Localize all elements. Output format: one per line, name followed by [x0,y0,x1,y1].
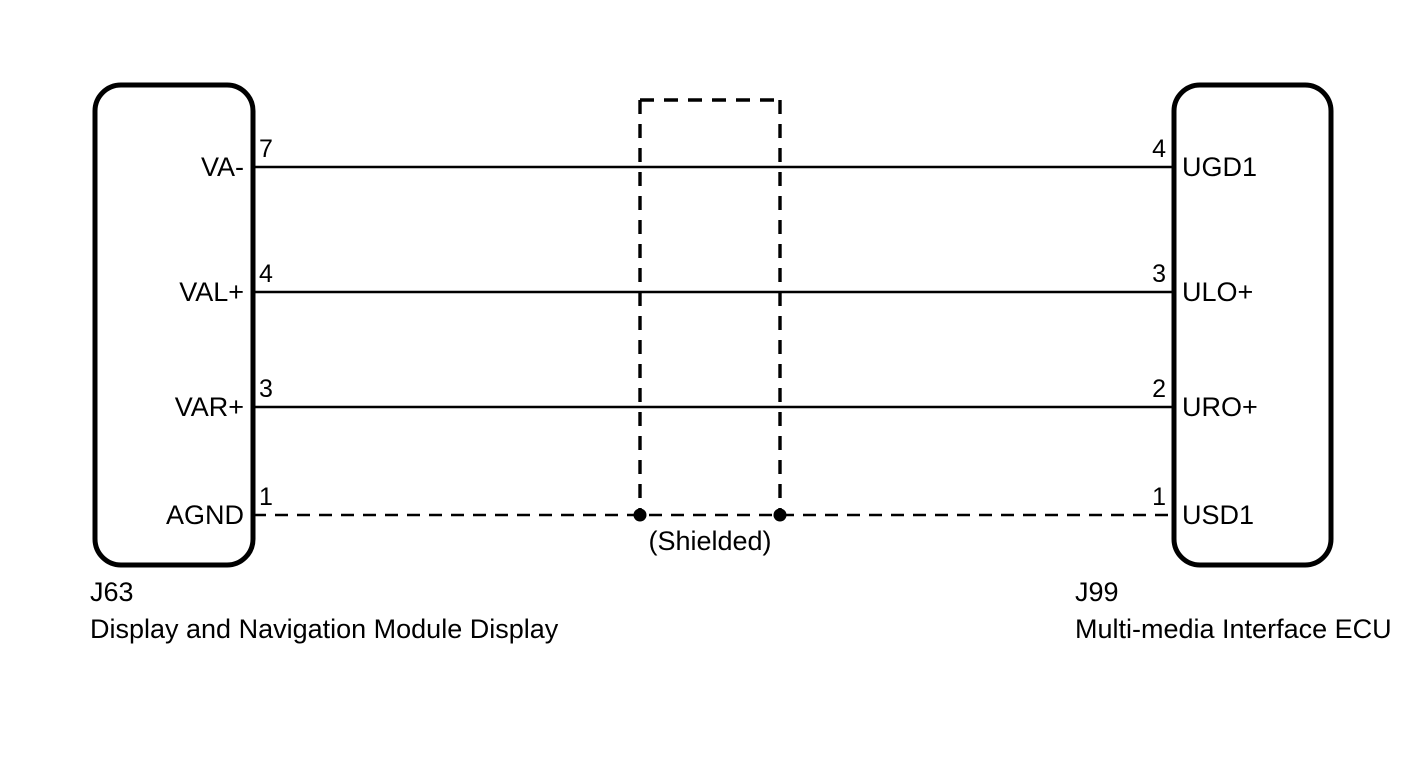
left-pin-number-0: 7 [259,135,273,163]
right-pin-signal-2: URO+ [1182,392,1258,422]
right-connector-name: Multi-media Interface ECU [1075,614,1392,644]
left-pin-signal-3: AGND [166,500,244,530]
right-pin-number-3: 1 [1152,483,1166,511]
right-pin-signal-0: UGD1 [1182,152,1257,182]
left-connector-id: J63 [90,577,134,607]
left-pin-signal-1: VAL+ [179,277,244,307]
left-connector-body [92,82,256,568]
right-connector-body [1171,82,1334,568]
left-pin-number-1: 4 [259,260,273,288]
right-pin-signal-1: ULO+ [1182,277,1253,307]
left-pin-signal-0: VA- [201,152,244,182]
right-pin-number-1: 3 [1152,260,1166,288]
right-connector-id: J99 [1075,577,1119,607]
left-pin-signal-2: VAR+ [175,392,244,422]
shield-caption: (Shielded) [648,526,771,556]
left-connector-name: Display and Navigation Module Display [90,614,559,644]
left-pin-number-3: 1 [259,483,273,511]
right-pin-number-2: 2 [1152,375,1166,403]
right-pin-number-0: 4 [1152,135,1166,163]
shield-junction-dot-right [773,508,787,522]
left-pin-number-2: 3 [259,375,273,403]
right-pin-signal-3: USD1 [1182,500,1254,530]
shield-junction-dot-left [633,508,647,522]
